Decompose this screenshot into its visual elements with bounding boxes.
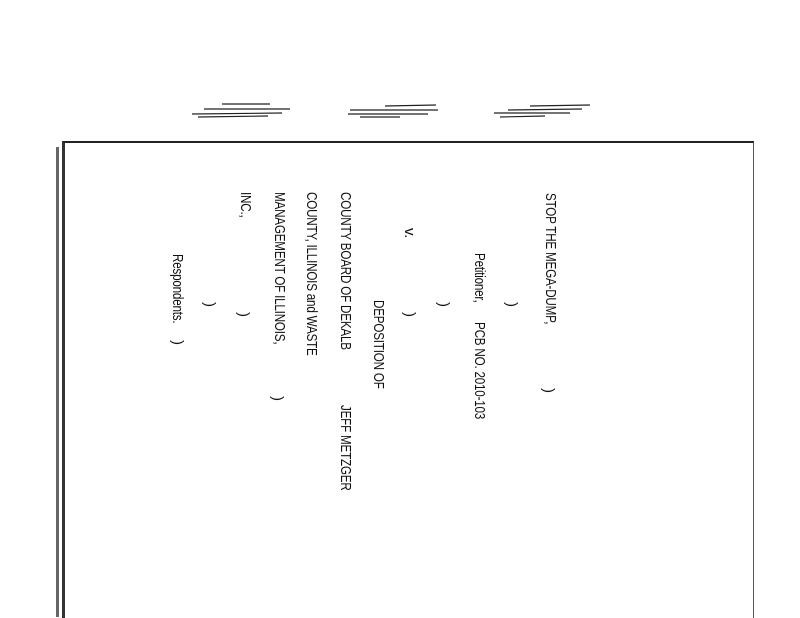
respondent-line-3: MANAGEMENT OF ILLINOIS, bbox=[271, 192, 288, 345]
paren: ) bbox=[435, 302, 452, 307]
document-page bbox=[56, 141, 754, 618]
petitioner-role: Petitioner, bbox=[471, 253, 488, 303]
scan-artifact-marks bbox=[191, 103, 591, 118]
deponent-name: JEFF METZGER bbox=[337, 405, 354, 491]
paren: ) bbox=[269, 396, 286, 401]
paren: ) bbox=[401, 312, 418, 317]
paren: ) bbox=[503, 302, 520, 307]
deposition-label: DEPOSITION OF bbox=[370, 300, 387, 389]
respondent-line-2: COUNTY, ILLINOIS and WASTE bbox=[303, 192, 320, 356]
respondent-line-1: COUNTY BOARD OF DEKALB bbox=[337, 192, 354, 350]
petitioner-name: STOP THE MEGA-DUMP, bbox=[542, 193, 559, 325]
respondent-role: Respondents. bbox=[169, 254, 186, 324]
paren: ) bbox=[201, 302, 218, 307]
paren: ) bbox=[169, 340, 186, 345]
case-number: PCB NO. 2010-103 bbox=[471, 322, 488, 420]
paren: ) bbox=[235, 312, 252, 317]
paren: ) bbox=[540, 388, 557, 393]
versus: v. bbox=[401, 228, 418, 238]
respondent-line-4: INC., bbox=[237, 192, 254, 218]
